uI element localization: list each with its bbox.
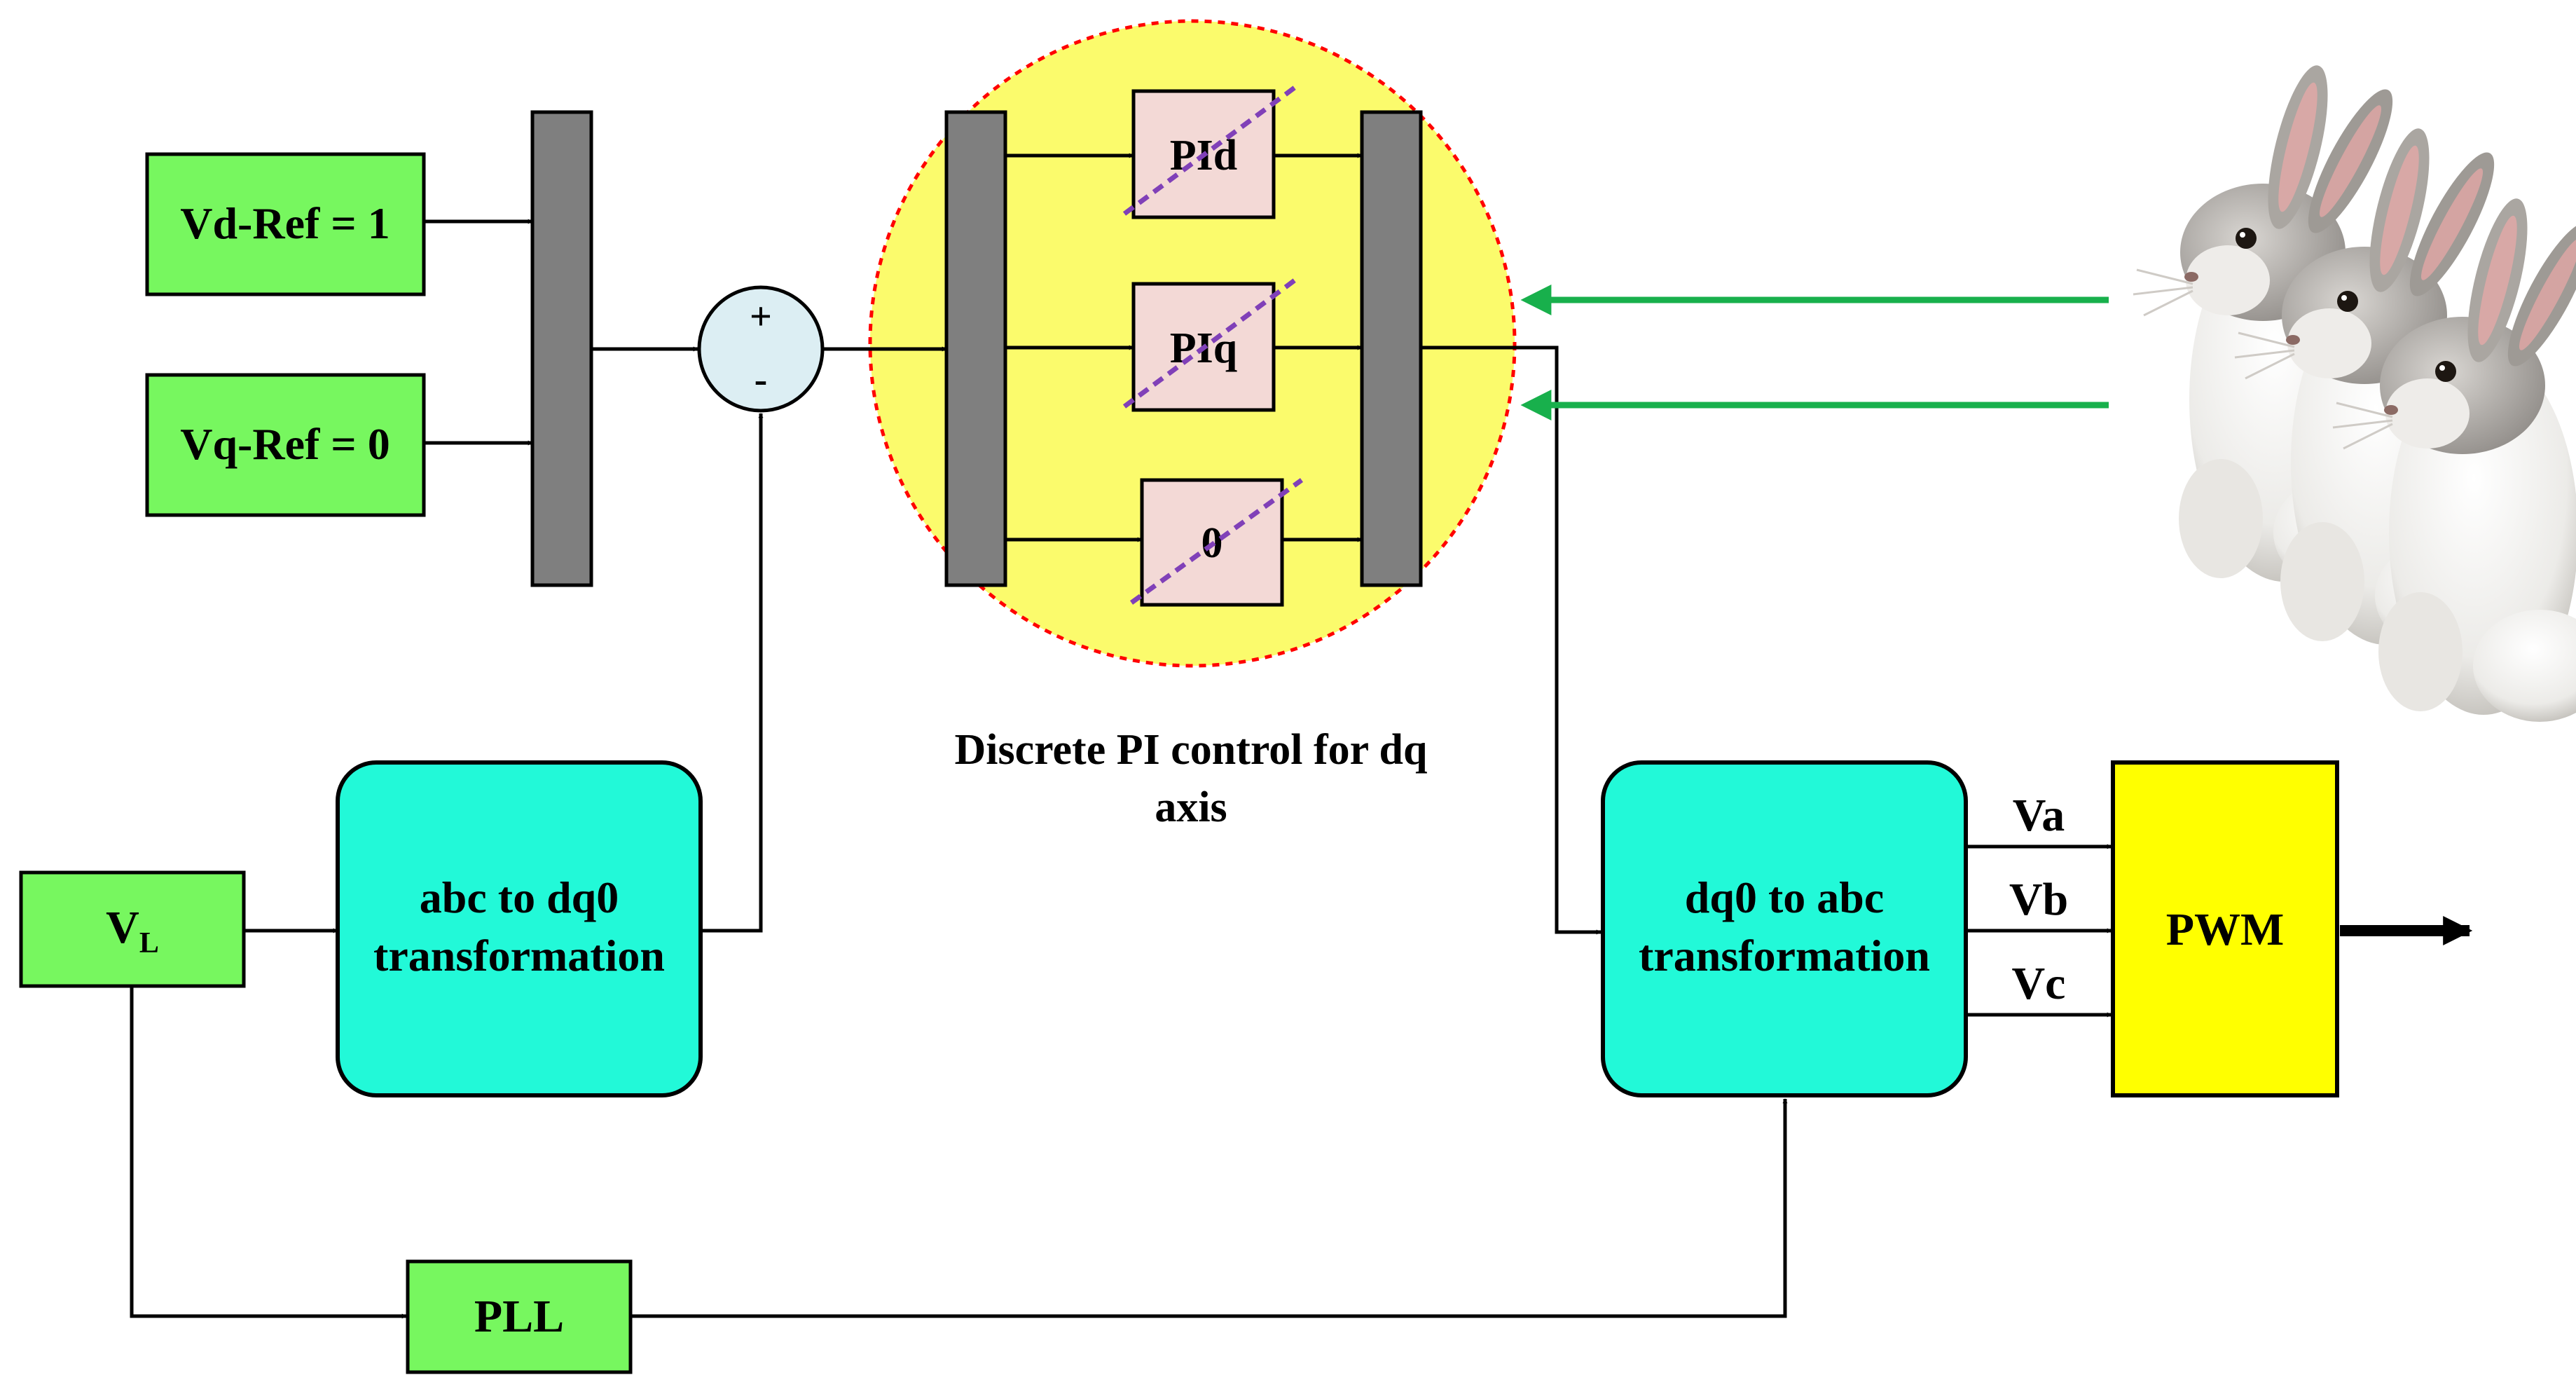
pll-block: PLL: [406, 1259, 633, 1374]
vl-block: VL: [19, 870, 246, 988]
green-pointer-arrows: [1520, 285, 2109, 420]
abc-to-dq0-block: abc to dq0 transformation: [336, 760, 703, 1097]
pid-block: PId: [1122, 85, 1297, 219]
rabbits-picture: [2132, 59, 2576, 723]
zero-block: 0: [1129, 478, 1304, 607]
vd-ref-label: Vd-Ref = 1: [180, 198, 390, 248]
piq-block: PIq: [1122, 278, 1297, 412]
zero-strike: [1129, 478, 1304, 605]
signal-vc-label: Vc: [2012, 958, 2066, 1009]
dq0-to-abc-block: dq0 to abc transformation: [1601, 760, 1968, 1097]
vd-ref-block: Vd-Ref = 1: [145, 152, 426, 296]
pll-label: PLL: [474, 1291, 564, 1342]
caption-line-1: Discrete PI control for dq: [954, 726, 1427, 774]
abc-to-dq0-line-2: transformation: [373, 931, 665, 980]
signal-va-label: Va: [2013, 790, 2065, 841]
signal-wires: [130, 153, 2112, 1319]
sum-plus-sign: +: [750, 295, 772, 338]
pwm-label: PWM: [2166, 904, 2285, 955]
abc-to-dq0-line-1: abc to dq0: [420, 873, 619, 922]
dq0-to-abc-line-2: transformation: [1639, 931, 1930, 980]
demux-bar: [944, 110, 1007, 587]
vq-ref-block: Vq-Ref = 0: [145, 373, 426, 517]
vq-ref-label: Vq-Ref = 0: [180, 419, 390, 469]
mux-bar-left: [530, 110, 593, 587]
mux-bar-right: [1360, 110, 1423, 587]
vl-label: VL: [106, 902, 159, 959]
dq0-to-abc-line-1: dq0 to abc: [1685, 873, 1885, 922]
vl-main-text: V: [106, 902, 139, 953]
pwm-block: PWM: [2111, 760, 2339, 1097]
summing-junction: + -: [697, 285, 825, 413]
vl-subscript: L: [139, 927, 159, 959]
caption-line-2: axis: [1155, 784, 1227, 831]
sum-minus-sign: -: [755, 358, 768, 402]
signal-vb-label: Vb: [2009, 874, 2068, 925]
